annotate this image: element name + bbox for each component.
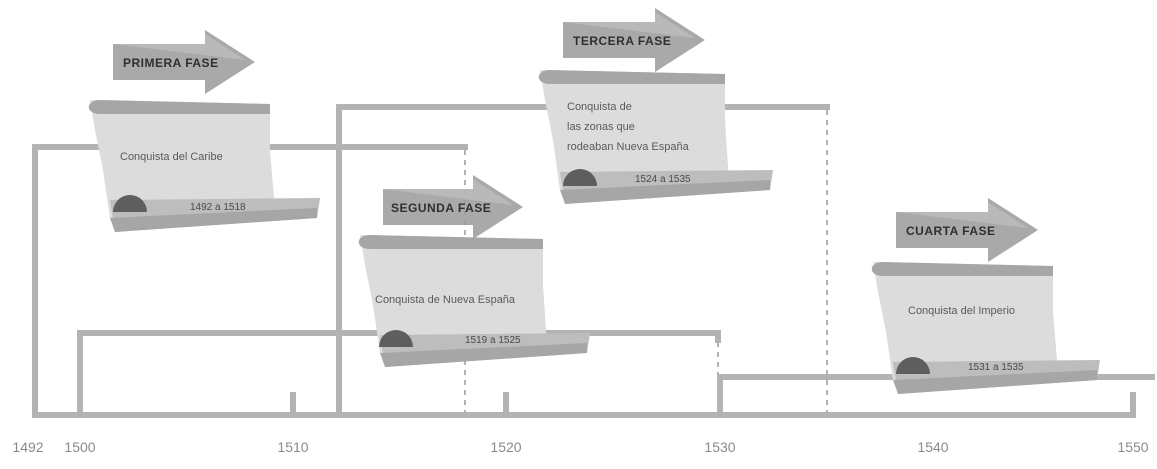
phase-1-text-line-1: Conquista del Caribe <box>120 151 223 163</box>
phase-3-text-line-3: rodeaban Nueva España <box>567 141 690 153</box>
phase-3-title: TERCERA FASE <box>573 34 671 48</box>
scroll-body <box>360 235 547 353</box>
phase-2-text-line-1: Conquista de Nueva España <box>375 294 516 306</box>
phase-3-scroll: Conquista de las zonas que rodeaban Nuev… <box>538 70 773 204</box>
phase-2-arrow: SEGUNDA FASE <box>383 175 523 239</box>
seal-icon <box>379 330 413 347</box>
scroll-body <box>540 70 729 190</box>
arrow-highlight <box>896 202 1028 228</box>
phase-4-title: CUARTA FASE <box>906 224 996 238</box>
phase-4: CUARTA FASE Conquista del Imperio 1531 a… <box>871 198 1100 394</box>
scroll-bottom-shadow <box>380 343 587 367</box>
scroll-bottom-shadow <box>110 208 317 232</box>
tick-labels: 1492 1500 1510 1520 1530 1540 1550 <box>12 439 1148 455</box>
phase-3-text-line-2: las zonas que <box>567 121 635 133</box>
arrow-highlight <box>383 179 513 205</box>
tick-label-1530: 1530 <box>704 439 735 455</box>
phase-3: TERCERA FASE Conquista de las zonas que … <box>538 8 773 204</box>
scroll-top-roll <box>538 70 725 84</box>
scroll-top-roll <box>871 262 1053 276</box>
phase-1-span <box>32 144 468 418</box>
phase-2: SEGUNDA FASE Conquista de Nueva España 1… <box>358 175 590 367</box>
arrow-highlight <box>113 34 245 60</box>
phase-1-dates: 1492 a 1518 <box>190 202 246 213</box>
phase-3-arrow: TERCERA FASE <box>563 8 705 72</box>
tick-label-1510: 1510 <box>277 439 308 455</box>
arrow-highlight <box>563 12 695 38</box>
scroll-bottom-shadow <box>560 180 770 204</box>
tick-label-1500: 1500 <box>64 439 95 455</box>
phase-4-text-line-1: Conquista del Imperio <box>908 305 1015 317</box>
tick-label-1540: 1540 <box>917 439 948 455</box>
phase-4-arrow: CUARTA FASE <box>896 198 1038 262</box>
seal-icon <box>563 169 597 186</box>
phase-1-scroll: Conquista del Caribe 1492 a 1518 <box>88 100 320 232</box>
phase-4-scroll: Conquista del Imperio 1531 a 1535 <box>871 262 1100 394</box>
scroll-body <box>90 100 275 218</box>
phase-3-dates: 1524 a 1535 <box>635 174 691 185</box>
scroll-bottom-shadow <box>893 370 1097 394</box>
phase-4-dates: 1531 a 1535 <box>968 362 1024 373</box>
scroll-top-roll <box>358 235 543 249</box>
phase-3-text-line-1: Conquista de <box>567 101 632 113</box>
scroll-body <box>873 262 1058 380</box>
phase-1-arrow: PRIMERA FASE <box>113 30 255 94</box>
tick-label-1550: 1550 <box>1117 439 1148 455</box>
scroll-top-roll <box>88 100 270 114</box>
seal-icon <box>896 357 930 374</box>
seal-icon <box>113 195 147 212</box>
phase-1: PRIMERA FASE Conquista del Caribe 1492 a… <box>88 30 320 232</box>
phase-2-scroll: Conquista de Nueva España 1519 a 1525 <box>358 235 590 367</box>
tick-label-1492: 1492 <box>12 439 43 455</box>
phase-2-title: SEGUNDA FASE <box>391 201 491 215</box>
tick-label-1520: 1520 <box>490 439 521 455</box>
phase-1-title: PRIMERA FASE <box>123 56 219 70</box>
phase-2-dates: 1519 a 1525 <box>465 335 521 346</box>
